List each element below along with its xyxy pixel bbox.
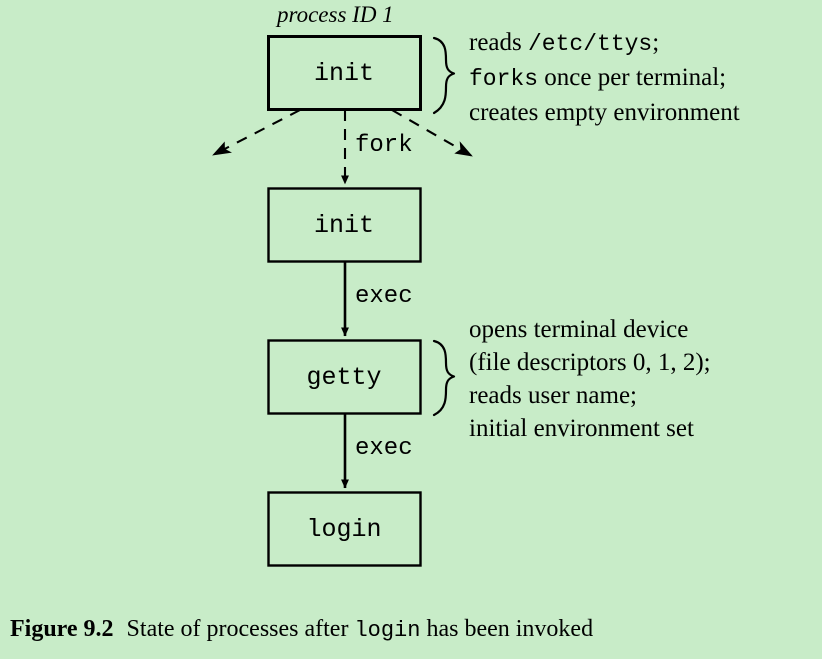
text-run: initial environment set: [469, 415, 694, 442]
box-label-login: login: [306, 515, 382, 544]
box-label-init-top: init: [313, 59, 374, 88]
process-box-init-top: [267, 35, 422, 111]
brace-getty: [432, 339, 456, 417]
getty-annotation: opens terminal device (file descriptors 0…: [469, 313, 711, 445]
fork-arrow-left: [212, 109, 301, 156]
getty-annotation-line-2: (file descriptors 0, 1, 2);: [469, 346, 711, 379]
brace-init: [432, 36, 456, 115]
code-run: forks: [469, 66, 539, 92]
edge-label-exec-1: exec: [355, 283, 413, 310]
caption-text-after: has been invoked: [426, 616, 594, 642]
edge-label-fork: fork: [355, 132, 413, 159]
init-annotation: reads /etc/ttys;forks once per terminal;…: [469, 26, 740, 129]
process-box-init-child: [267, 187, 422, 263]
text-run: once per terminal;: [538, 64, 727, 91]
init-annotation-line-3: creates empty environment: [469, 96, 740, 129]
box-label-init-child: init: [313, 211, 374, 240]
getty-annotation-line-4: initial environment set: [469, 412, 711, 445]
caption-number: Figure 9.2: [10, 616, 114, 642]
fork-arrow-right: [391, 109, 473, 157]
text-run: reads: [469, 29, 528, 56]
init-annotation-line-1: reads /etc/ttys;: [469, 26, 740, 61]
text-run: reads user name;: [469, 382, 637, 409]
process-box-login: [267, 491, 422, 567]
process-box-getty: [267, 339, 422, 415]
getty-annotation-line-3: reads user name;: [469, 379, 711, 412]
text-run: (file descriptors 0, 1, 2);: [469, 349, 711, 376]
code-run: /etc/ttys: [528, 31, 653, 57]
figure-caption: Figure 9.2 State of processes after login…: [10, 615, 593, 644]
getty-annotation-line-1: opens terminal device: [469, 313, 711, 346]
caption-code: login: [354, 618, 421, 643]
box-label-getty: getty: [306, 363, 382, 392]
process-id-label: process ID 1: [277, 2, 394, 27]
text-run: opens terminal device: [469, 316, 689, 343]
text-run: ;: [652, 29, 660, 56]
edge-label-exec-2: exec: [355, 435, 413, 462]
caption-text-before: State of processes after: [126, 616, 349, 642]
text-run: creates empty environment: [469, 99, 740, 126]
init-annotation-line-2: forks once per terminal;: [469, 61, 740, 96]
